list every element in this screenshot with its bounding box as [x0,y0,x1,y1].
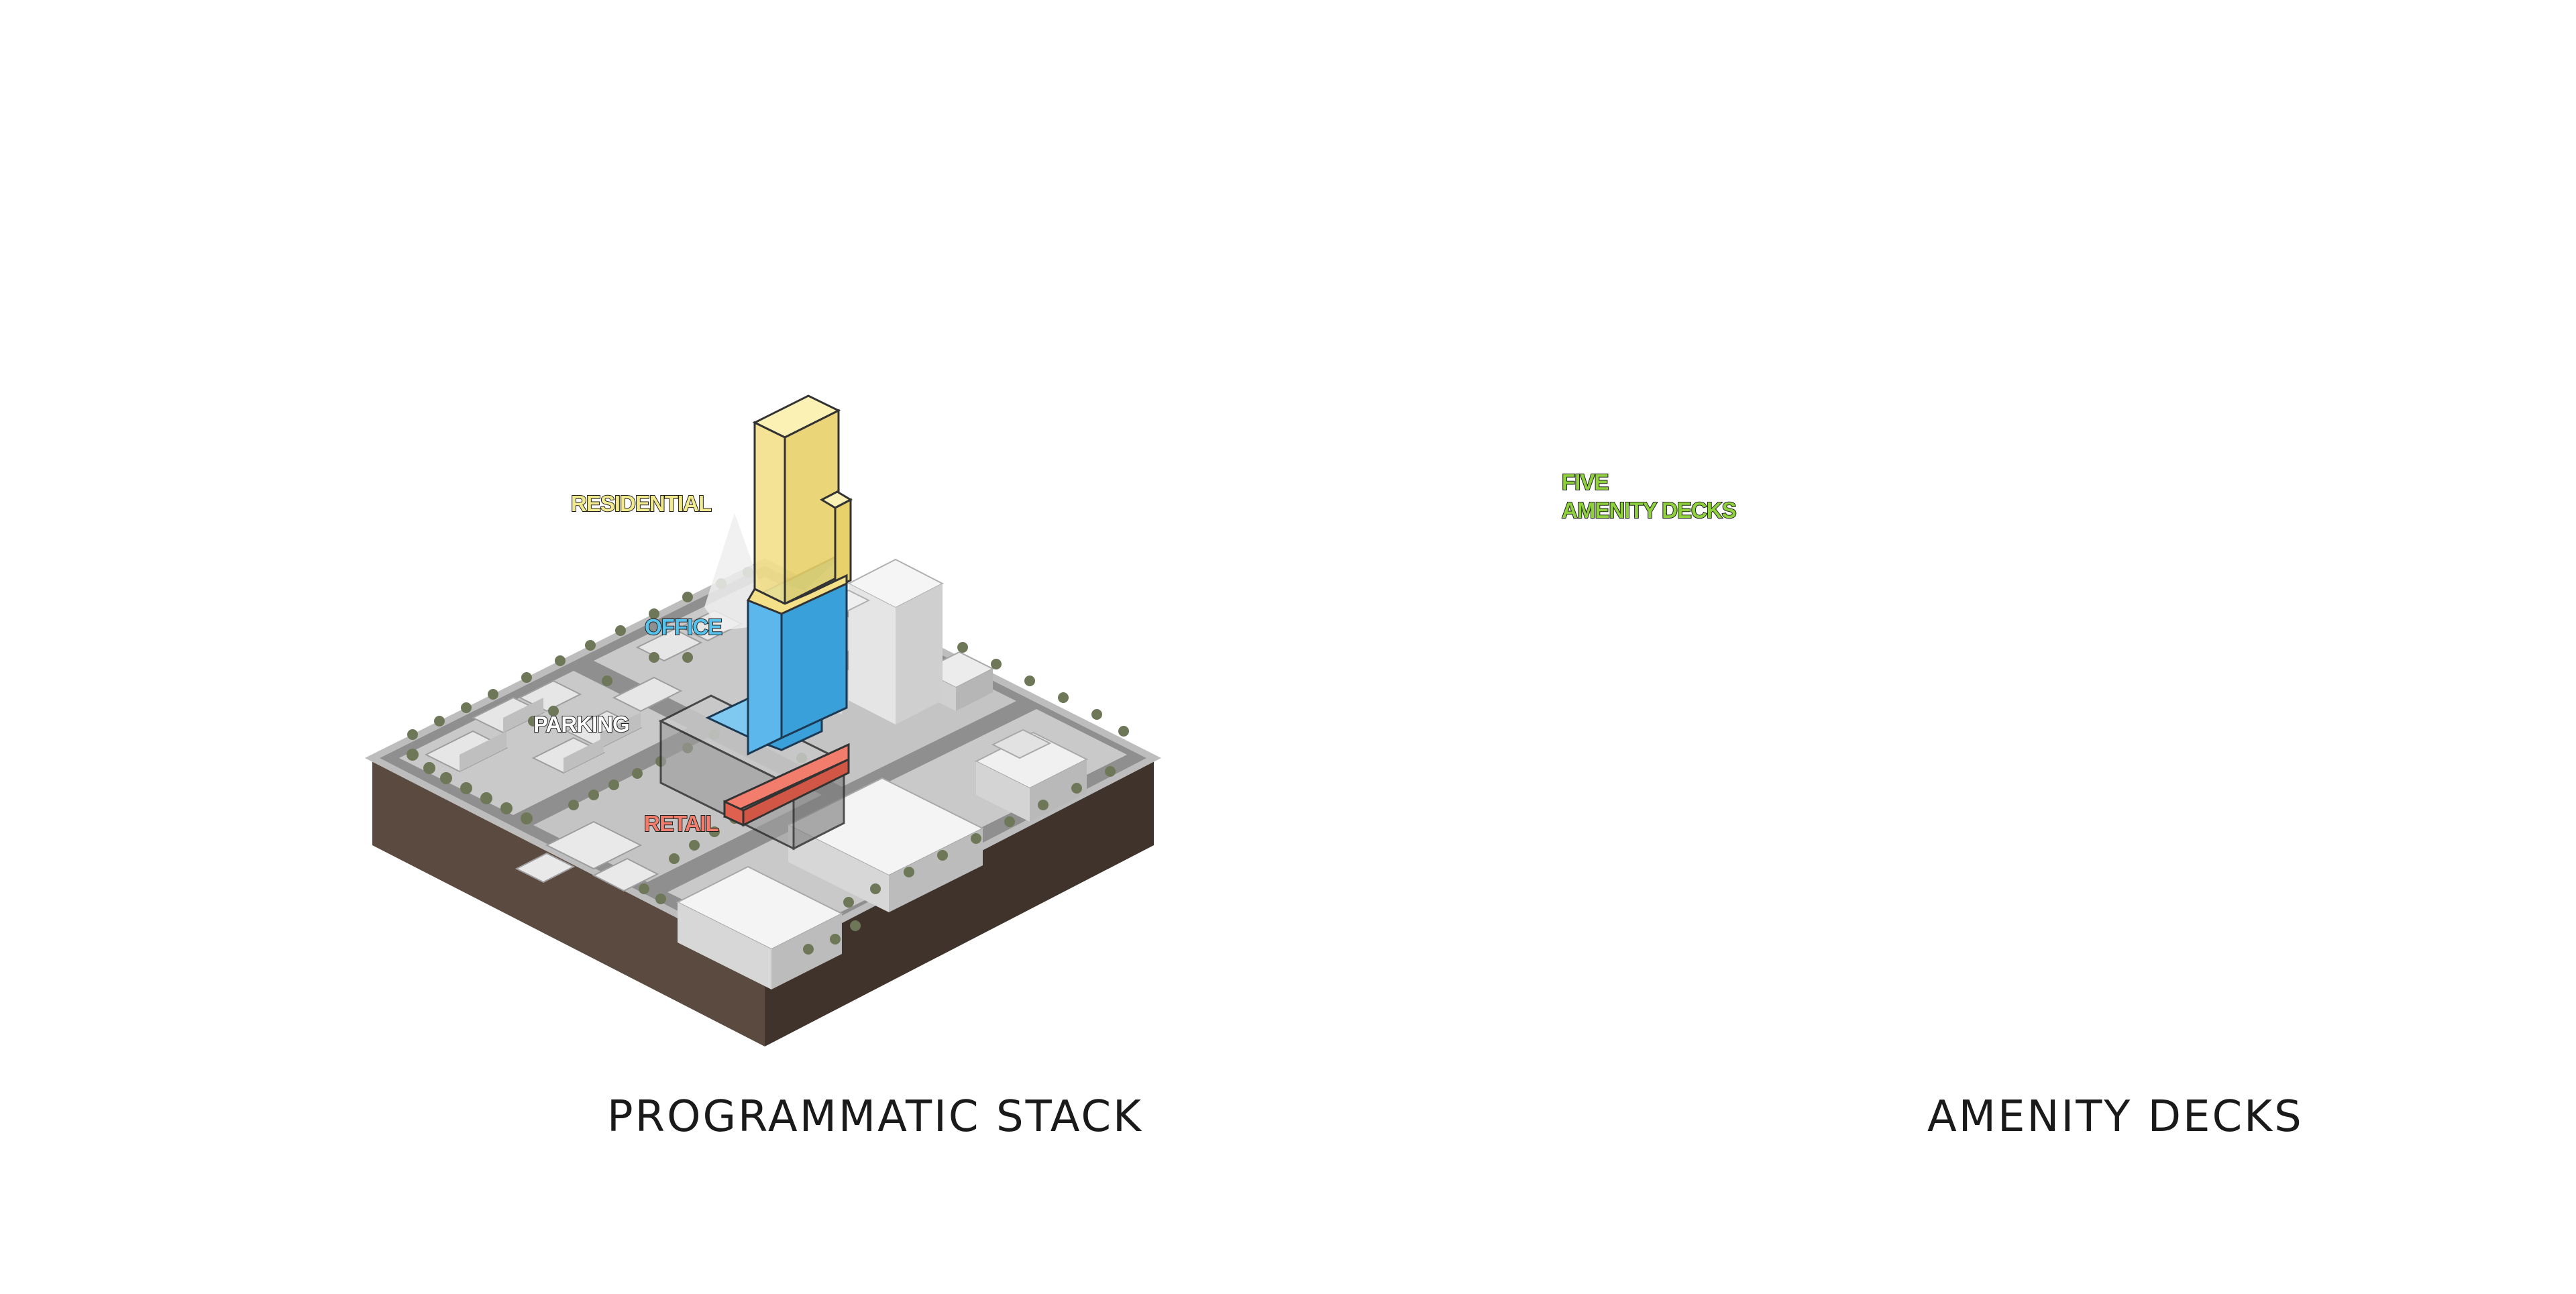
amenity-decks-label: FIVE AMENITY DECKS [1561,468,1737,525]
retail-volume [723,743,850,827]
programmatic-stack-caption: PROGRAMMATIC STACK [607,1092,1143,1142]
amenity-label-line1: FIVE [1561,469,1609,495]
amenity-label-line2: AMENITY DECKS [1561,497,1737,523]
amenity-decks-caption: AMENITY DECKS [1927,1092,2304,1142]
retail-label: RETAIL [643,810,720,837]
residential-volume [746,394,853,615]
programmatic-stack-diagram [372,394,1154,1046]
office-volume [705,549,848,756]
parking-label: PARKING [533,711,631,737]
residential-label: RESIDENTIAL [570,490,712,517]
office-label: OFFICE [644,614,723,640]
